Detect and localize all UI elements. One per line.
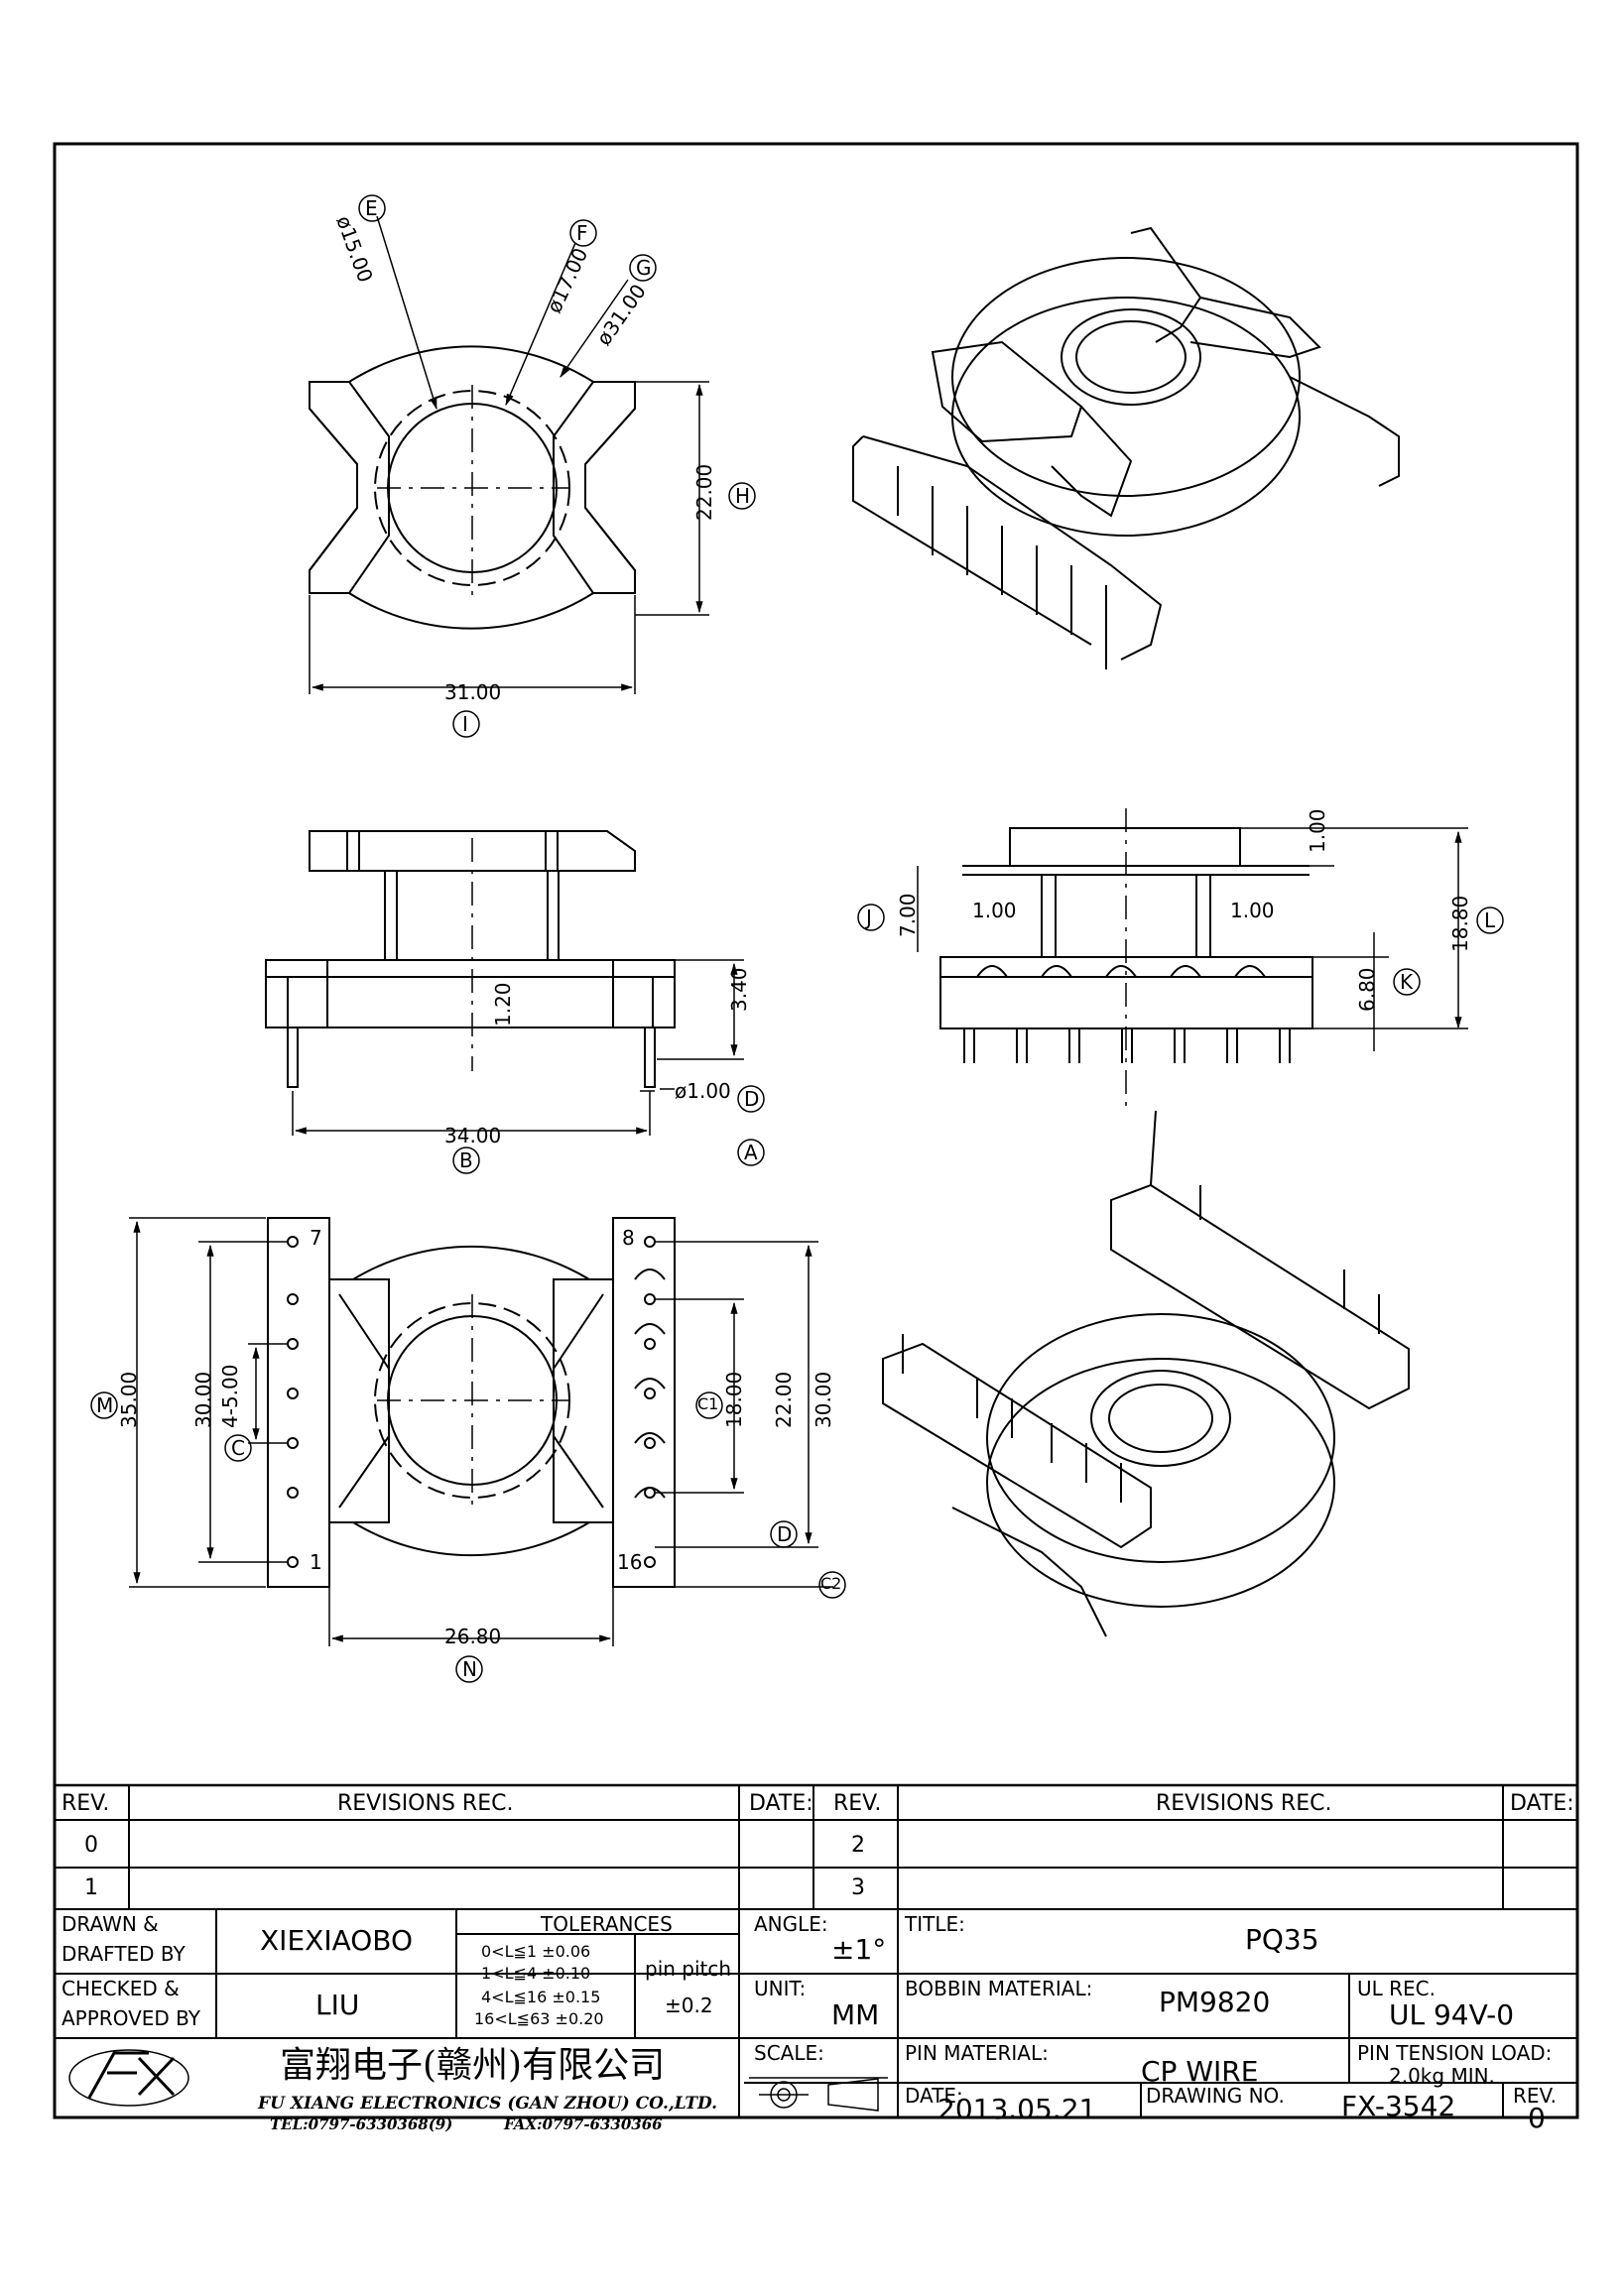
marker-l: L: [1484, 908, 1496, 932]
marker-n: N: [462, 1657, 477, 1681]
angle-value: ±1°: [831, 1933, 887, 1966]
dim-n: 26.80: [444, 1625, 502, 1648]
title-label: TITLE:: [905, 1912, 965, 1936]
marker-e: E: [365, 196, 378, 220]
dim-side-j: 7.00: [896, 893, 920, 937]
date-label-left: DATE:: [749, 1791, 813, 1816]
marker-d-front: D: [744, 1087, 760, 1111]
dim-c-outer: 30.00: [191, 1371, 215, 1428]
tolerance-row-2: 1<L≦4 ±0.10: [481, 1964, 591, 1983]
rev-row-1: 1: [84, 1875, 98, 1900]
tolerance-row-3: 4<L≦16 ±0.15: [481, 1988, 601, 2006]
company-logo: [68, 2049, 189, 2107]
dim-side-k: 6.80: [1355, 967, 1379, 1012]
title-value: PQ35: [1245, 1923, 1319, 1956]
approved-by: LIU: [315, 1989, 360, 2021]
rev-row-2: 2: [851, 1833, 865, 1858]
pin-material-label: PIN MATERIAL:: [905, 2041, 1049, 2065]
marker-d-bottom: D: [777, 1522, 793, 1546]
marker-h: H: [735, 484, 751, 508]
approved-label: APPROVED BY: [62, 2006, 201, 2030]
tolerance-row-1: 0<L≦1 ±0.06: [481, 1942, 591, 1961]
pin-pitch-value: ±0.2: [665, 1994, 713, 2017]
unit-label: UNIT:: [754, 1977, 807, 2000]
scale-label: SCALE:: [754, 2041, 824, 2065]
drawn-label: DRAWN &: [62, 1912, 159, 1936]
dim-c-pitch: 4-5.00: [218, 1364, 242, 1428]
company-fax: FAX:0797-6330366: [504, 2115, 663, 2133]
rev-value-label: REV.: [1513, 2084, 1557, 2108]
top-view: [309, 215, 709, 694]
pin-8-label: 8: [622, 1226, 635, 1250]
iso-view-bottom: [882, 1110, 1410, 1637]
unit-value: MM: [831, 1998, 880, 2031]
revisions-label-left: REVISIONS REC.: [337, 1791, 514, 1816]
rev-row-3: 3: [851, 1875, 865, 1900]
pin-7-label: 7: [310, 1226, 322, 1250]
drawing-no-label: DRAWING NO.: [1146, 2084, 1285, 2108]
sheet-border: [53, 142, 1579, 2119]
dim-c1: 18.00: [722, 1371, 746, 1428]
dim-height: 22.00: [692, 463, 716, 521]
rev-row-0: 0: [84, 1833, 98, 1858]
ul-label: UL REC.: [1357, 1977, 1436, 2000]
dim-flange: 3.40: [727, 967, 751, 1012]
dim-d: 22.00: [772, 1371, 796, 1428]
dim-side-right: 1.00: [1230, 899, 1275, 922]
rev-value: 0: [1528, 2102, 1546, 2134]
tension-label: PIN TENSION LOAD:: [1357, 2041, 1553, 2065]
date-value: 2013.05.21: [937, 2093, 1097, 2125]
bobbin-value: PM9820: [1159, 1986, 1271, 2018]
drawing-no-value: FX-3542: [1341, 2090, 1456, 2122]
front-view: [265, 830, 744, 1136]
rev-label-right: REV.: [833, 1791, 882, 1816]
rev-label-left: REV.: [62, 1791, 110, 1816]
marker-c: C: [231, 1436, 245, 1460]
checked-label: CHECKED &: [62, 1977, 180, 2000]
marker-f: F: [576, 221, 588, 245]
marker-i: I: [462, 712, 468, 736]
dim-m: 35.00: [117, 1371, 141, 1428]
marker-j: J: [866, 906, 872, 929]
date-label-right: DATE:: [1510, 1791, 1574, 1816]
company-name-cn: 富翔电子(赣州)有限公司: [280, 2045, 666, 2086]
pin-16-label: 16: [617, 1550, 643, 1574]
dim-side-l: 18.80: [1448, 895, 1472, 952]
drafted-label: DRAFTED BY: [62, 1942, 186, 1966]
dim-c2: 30.00: [812, 1371, 835, 1428]
marker-k: K: [1400, 970, 1414, 994]
dim-side-top: 1.00: [1306, 808, 1329, 853]
marker-c1: C1: [697, 1394, 719, 1413]
pin-pitch-label: pin pitch: [645, 1957, 732, 1981]
dim-pin-span: 34.00: [444, 1124, 502, 1148]
side-view: [917, 808, 1468, 1111]
dim-gap: 1.20: [491, 982, 515, 1027]
marker-a: A: [744, 1141, 758, 1164]
dim-width: 31.00: [444, 680, 502, 704]
revisions-label-right: REVISIONS REC.: [1156, 1791, 1332, 1816]
bottom-view: [129, 1217, 833, 1646]
pin-1-label: 1: [310, 1550, 322, 1574]
marker-m: M: [96, 1393, 114, 1417]
date-label: DATE:: [905, 2084, 963, 2108]
tension-value: 2.0kg MIN.: [1389, 2064, 1495, 2088]
tolerances-label: TOLERANCES: [541, 1912, 673, 1936]
iso-view-top: [852, 226, 1400, 669]
marker-c2: C2: [820, 1574, 842, 1593]
marker-b: B: [459, 1148, 473, 1172]
company-name-en: FU XIANG ELECTRONICS (GAN ZHOU) CO.,LTD.: [258, 2094, 718, 2114]
balloon-markers: [90, 194, 1504, 1683]
angle-label: ANGLE:: [754, 1912, 828, 1936]
pin-material-value: CP WIRE: [1141, 2055, 1259, 2088]
tolerance-row-4: 16<L≦63 ±0.20: [474, 2009, 604, 2028]
dim-side-left: 1.00: [972, 899, 1017, 922]
ul-value: UL 94V-0: [1389, 1998, 1515, 2031]
title-block-grid: [55, 1785, 1577, 2117]
bobbin-label: BOBBIN MATERIAL:: [905, 1977, 1093, 2000]
company-tel: TEL:0797-6330368(9): [270, 2115, 453, 2133]
marker-g: G: [636, 256, 652, 280]
drawn-by: XIEXIAOBO: [260, 1924, 414, 1957]
dim-pin-dia: ø1.00: [675, 1079, 731, 1103]
